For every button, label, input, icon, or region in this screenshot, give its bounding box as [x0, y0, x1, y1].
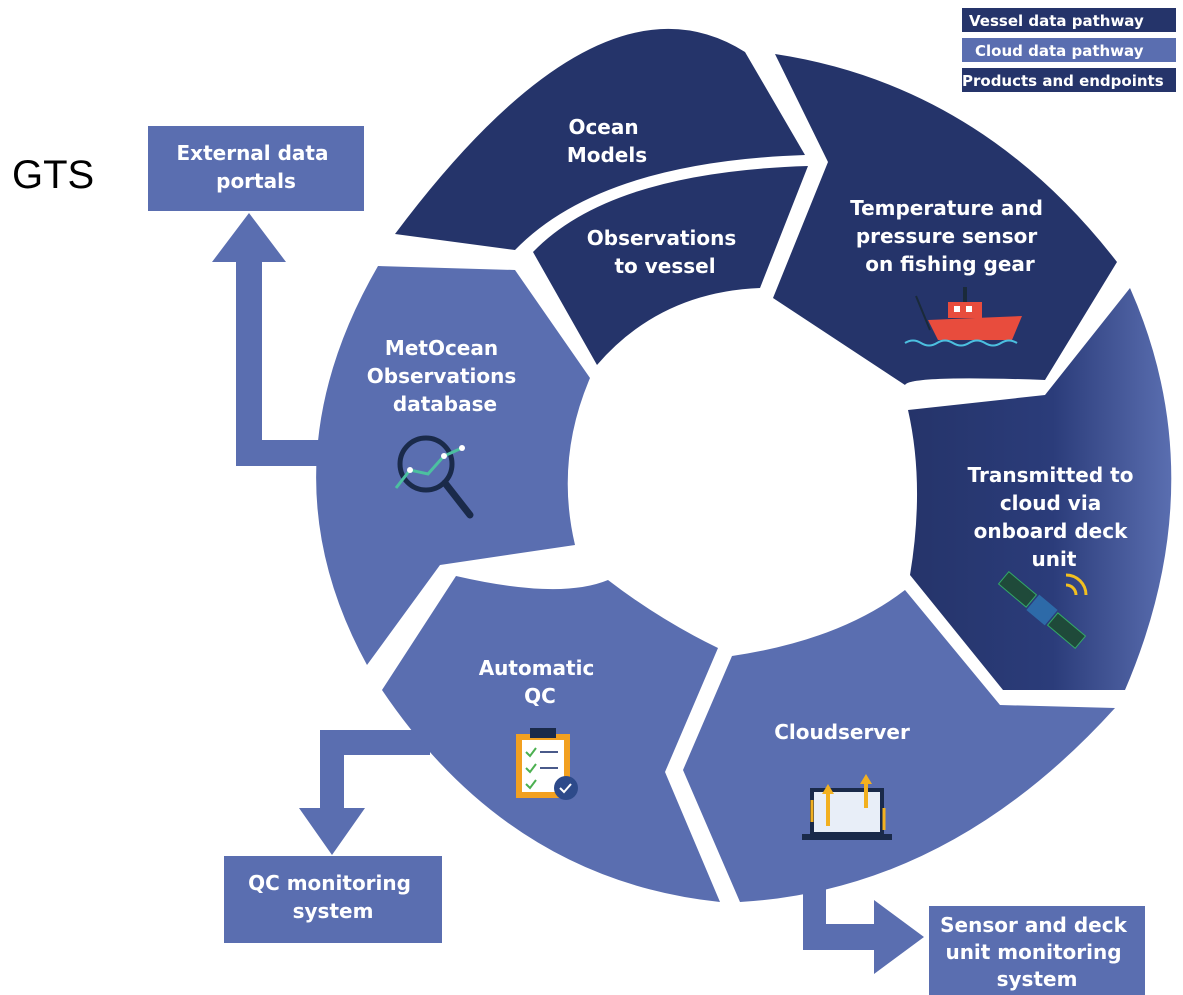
segment-transmitted — [908, 288, 1172, 690]
cloud-server-laptop-icon — [802, 774, 892, 840]
label-metocean: MetOcean Observations database — [367, 336, 523, 416]
external-portals-box — [148, 126, 364, 211]
sensor-monitoring-label: Sensor and deck unit monitoring system — [940, 913, 1134, 991]
segment-ocean-models — [395, 28, 805, 250]
gts-label: GTS — [12, 153, 94, 197]
arrow-to-qc-monitoring — [299, 730, 430, 855]
label-obs-to-vessel: Observations to vessel — [587, 226, 743, 278]
segment-cloudserver — [683, 590, 1115, 902]
qc-clipboard-icon — [516, 728, 578, 800]
qc-monitoring-label: QC monitoring system — [248, 871, 418, 923]
satellite-icon — [997, 571, 1088, 649]
arrow-to-external-portals — [212, 213, 330, 466]
legend-products-swatch — [962, 68, 1176, 92]
label-ocean-models: Ocean Models — [567, 115, 647, 167]
segment-temperature — [773, 54, 1117, 385]
label-automatic-qc: Automatic QC — [479, 656, 602, 708]
legend-products-label: Products and endpoints — [962, 72, 1164, 90]
sensor-monitoring-box — [929, 906, 1145, 995]
legend-vessel-label: Vessel data pathway — [969, 12, 1144, 30]
legend-cloud-label: Cloud data pathway — [975, 42, 1144, 60]
fishing-boat-icon — [904, 287, 1022, 347]
legend: Vessel data pathway Cloud data pathway P… — [962, 8, 1176, 92]
external-portals-label: External data portals — [177, 141, 336, 193]
magnifier-chart-icon — [394, 435, 474, 519]
legend-cloud-swatch — [962, 38, 1176, 62]
qc-monitoring-box — [224, 856, 442, 943]
segment-obs-to-vessel — [533, 166, 808, 365]
label-transmitted: Transmitted to cloud via onboard deck un… — [968, 463, 1141, 571]
label-temperature: Temperature and pressure sensor on fishi… — [850, 196, 1050, 276]
label-cloudserver: Cloudserver — [774, 720, 910, 744]
legend-vessel-swatch — [962, 8, 1176, 32]
arrow-to-sensor-monitoring — [803, 840, 924, 974]
